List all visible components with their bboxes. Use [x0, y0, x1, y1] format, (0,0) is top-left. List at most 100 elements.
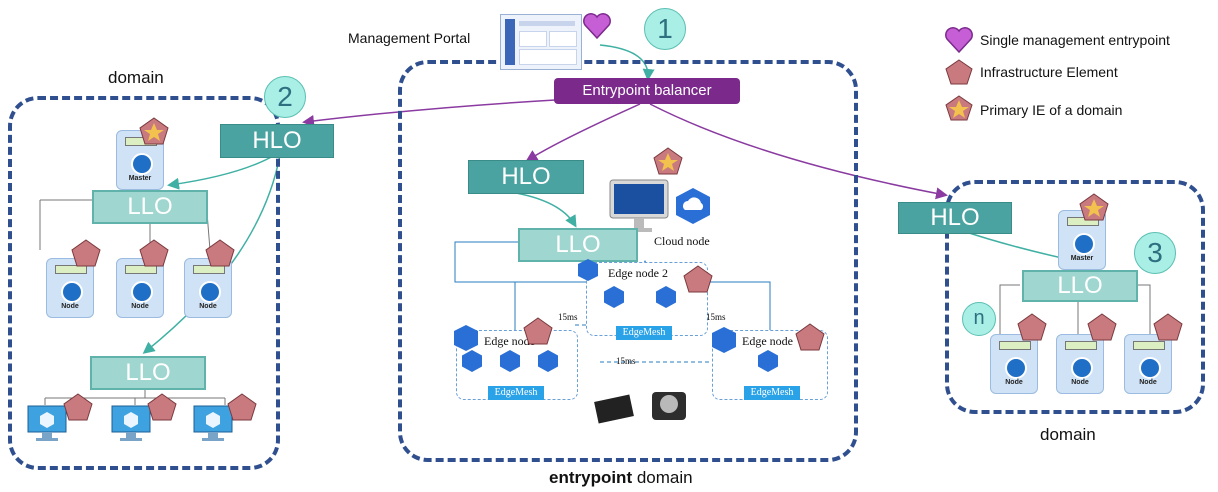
left-domain-box — [8, 96, 280, 470]
entrypoint-domain-bold: entrypoint — [549, 468, 633, 487]
hlo-center[interactable]: HLO — [468, 160, 584, 194]
hlo2-to-llo-arrow — [167, 154, 276, 190]
number-badge-1: 1 — [644, 8, 686, 50]
tree-lines-left-bottom — [44, 388, 226, 405]
ie-pentagon-icon — [227, 393, 257, 421]
ie-pentagon-icon — [523, 317, 553, 345]
legend-item-primary-ie: Primary IE of a domain — [980, 102, 1123, 118]
pod-icon — [656, 286, 676, 308]
primary-ie-star-icon — [139, 117, 169, 145]
management-portal-screenshot[interactable] — [500, 14, 582, 70]
ie-pentagon-icon — [683, 265, 713, 293]
llo-right[interactable]: LLO — [1022, 270, 1138, 302]
management-portal-label: Management Portal — [348, 30, 471, 46]
edge-node-right-label: Edge node — [742, 334, 793, 348]
edge-cloud-icon — [454, 325, 478, 351]
master-label: Master — [128, 175, 152, 182]
monitor-icon — [27, 405, 67, 441]
node-label: Node — [61, 303, 79, 310]
legend-item-ie: Infrastructure Element — [980, 64, 1118, 80]
primary-ie-star-icon — [1079, 193, 1109, 221]
edge-latency-links — [575, 324, 720, 363]
llo-left-bottom[interactable]: LLO — [90, 356, 206, 390]
node-right-3: Node — [1124, 334, 1172, 394]
llo-left-top[interactable]: LLO — [92, 190, 208, 224]
imac-icon — [609, 179, 669, 232]
entrypoint-balancer[interactable]: Entrypoint balancer — [554, 78, 740, 104]
legend-item-entrypoint: Single management entrypoint — [980, 32, 1170, 48]
portal-to-balancer-arrow — [599, 44, 655, 81]
hlo-left[interactable]: HLO — [220, 124, 334, 158]
portal-card — [519, 31, 547, 47]
latency-label: 15ms — [706, 312, 726, 322]
ie-pentagon-icon — [1087, 313, 1117, 341]
monitor-icon — [111, 405, 151, 441]
node-left-2: Node — [116, 258, 164, 318]
gas-sensor-icon — [652, 392, 686, 420]
master-node-left: Master — [116, 130, 164, 190]
node-right-2: Node — [1056, 334, 1104, 394]
legend-heart-icon — [945, 27, 973, 54]
ie-pentagon-icon — [795, 323, 825, 351]
node-left-3: Node — [184, 258, 232, 318]
edge-node-left-label: Edge node — [484, 334, 535, 348]
hlo-right[interactable]: HLO — [898, 202, 1012, 234]
node-right-1: Node — [990, 334, 1038, 394]
number-badge-n: n — [962, 302, 996, 336]
ie-pentagon-icon — [1153, 313, 1183, 341]
ie-pentagon-icon — [1017, 313, 1047, 341]
pod-icon — [604, 286, 624, 308]
sensor-mesh — [660, 395, 678, 413]
pod-icon — [500, 350, 520, 372]
legend-star-pentagon-icon — [945, 95, 973, 121]
ie-pentagon-icon — [63, 393, 93, 421]
entrypoint-domain-rest: domain — [632, 468, 693, 487]
pod-icon — [758, 350, 778, 372]
latency-label: 15ms — [558, 312, 578, 322]
pod-icon — [538, 350, 558, 372]
balancer-to-hlo1-arrow — [525, 103, 641, 162]
cloud-node-label: Cloud node — [654, 234, 710, 248]
portal-sidebar — [505, 19, 515, 65]
tree-lines-right — [999, 284, 1151, 335]
edgemesh-label: EdgeMesh — [616, 326, 672, 340]
ie-pentagon-icon — [147, 393, 177, 421]
portal-chart — [519, 49, 577, 65]
left-domain-label: domain — [108, 68, 164, 87]
edgemesh-label: EdgeMesh — [488, 386, 544, 400]
node-label: Node — [1139, 379, 1157, 386]
entrypoint-domain-box — [398, 60, 858, 462]
node-left-1: Node — [46, 258, 94, 318]
number-badge-2: 2 — [264, 76, 306, 118]
node-label: Node — [131, 303, 149, 310]
ie-pentagon-icon — [139, 239, 169, 267]
node-label: Node — [199, 303, 217, 310]
tree-lines-left — [39, 199, 211, 251]
legend-pentagon-icon — [945, 59, 973, 85]
right-domain-box — [945, 180, 1205, 414]
right-domain-label: domain — [1040, 425, 1096, 444]
edge-cloud-icon — [578, 259, 598, 281]
balancer-to-hlo3-arrow — [649, 103, 948, 200]
entrypoint-domain-label: entrypoint domain — [549, 468, 693, 488]
node-label: Node — [1071, 379, 1089, 386]
latency-label: 15ms — [616, 356, 636, 366]
pod-icon — [462, 350, 482, 372]
balancer-to-hlo2-arrow — [302, 99, 556, 127]
ie-pentagon-icon — [71, 239, 101, 267]
ie-pentagon-icon — [205, 239, 235, 267]
cloud-icon — [676, 188, 710, 224]
master-label: Master — [1070, 255, 1094, 262]
monitor-icon — [193, 405, 233, 441]
primary-ie-star-icon — [653, 147, 683, 175]
hlo2-to-llo2-arrow — [142, 154, 281, 354]
edgemesh-label: EdgeMesh — [744, 386, 800, 400]
edge-cloud-icon — [712, 327, 736, 353]
portal-card — [549, 31, 577, 47]
edge-node-2-label: Edge node 2 — [608, 266, 668, 280]
number-badge-3: 3 — [1134, 232, 1176, 274]
portal-header-bar — [519, 21, 575, 26]
llo-center[interactable]: LLO — [518, 228, 638, 262]
heart-icon — [583, 13, 611, 40]
